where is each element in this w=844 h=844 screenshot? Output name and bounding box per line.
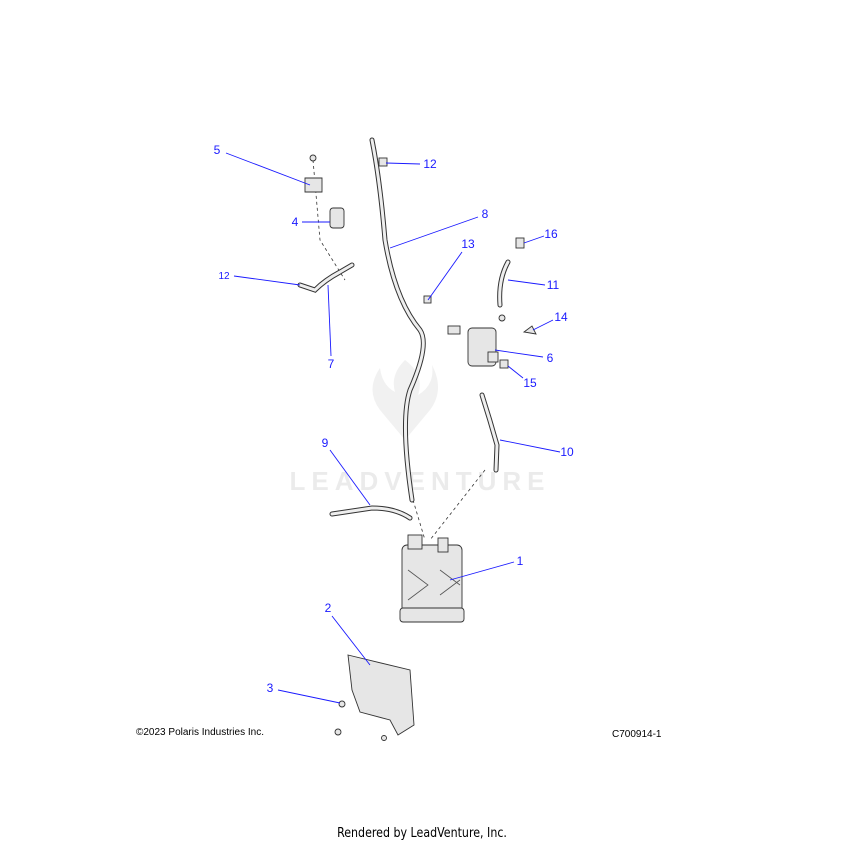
part-bolt: [381, 735, 387, 741]
part-12-clamp: [378, 157, 388, 167]
callout-14[interactable]: 14: [554, 310, 568, 324]
callout-12[interactable]: 12: [423, 157, 437, 171]
part-15-clamp: [499, 359, 509, 369]
part-10-hose: [479, 392, 500, 473]
callout-2[interactable]: 2: [325, 601, 332, 615]
callout-1[interactable]: 1: [517, 554, 524, 568]
callout-5[interactable]: 5: [214, 143, 221, 157]
copyright-text: ©2023 Polaris Industries Inc.: [136, 727, 264, 738]
callout-8[interactable]: 8: [482, 207, 489, 221]
callout-16[interactable]: 16: [544, 227, 558, 241]
callout-7[interactable]: 7: [328, 357, 335, 371]
part-11-hose: [497, 259, 511, 308]
part-3-nut-2: [334, 728, 342, 736]
part-3-nut: [338, 700, 346, 708]
callout-9[interactable]: 9: [322, 436, 329, 450]
part-5-bolt: [309, 154, 317, 162]
diagram-code: C700914-1: [612, 729, 662, 740]
watermark-logo: LEADVENTURE: [289, 360, 550, 496]
callout-15[interactable]: 15: [523, 376, 537, 390]
part-1-canister: [399, 534, 465, 623]
part-7-hose: [297, 262, 355, 293]
watermark-text: LEADVENTURE: [289, 466, 550, 496]
part-8-hose: [369, 137, 426, 503]
part-6-solenoid: [447, 314, 506, 367]
part-4-valve: [329, 207, 345, 229]
rendered-by-footer: Rendered by LeadVenture, Inc.: [337, 826, 507, 841]
part-16-fitting: [515, 237, 525, 249]
callout-4[interactable]: 4: [292, 215, 299, 229]
part-9-hose: [329, 505, 413, 521]
part-5-bracket: [304, 177, 323, 193]
callout-11[interactable]: 11: [547, 278, 560, 292]
callout-3[interactable]: 3: [267, 681, 274, 695]
callout-10[interactable]: 10: [560, 445, 574, 459]
callout-13[interactable]: 13: [461, 237, 475, 251]
part-14-clip: [522, 325, 537, 335]
callout-6[interactable]: 6: [547, 351, 554, 365]
callout-12-b[interactable]: 12: [218, 271, 230, 282]
part-2-bracket: [347, 654, 415, 736]
part-13-clamp: [423, 295, 432, 304]
